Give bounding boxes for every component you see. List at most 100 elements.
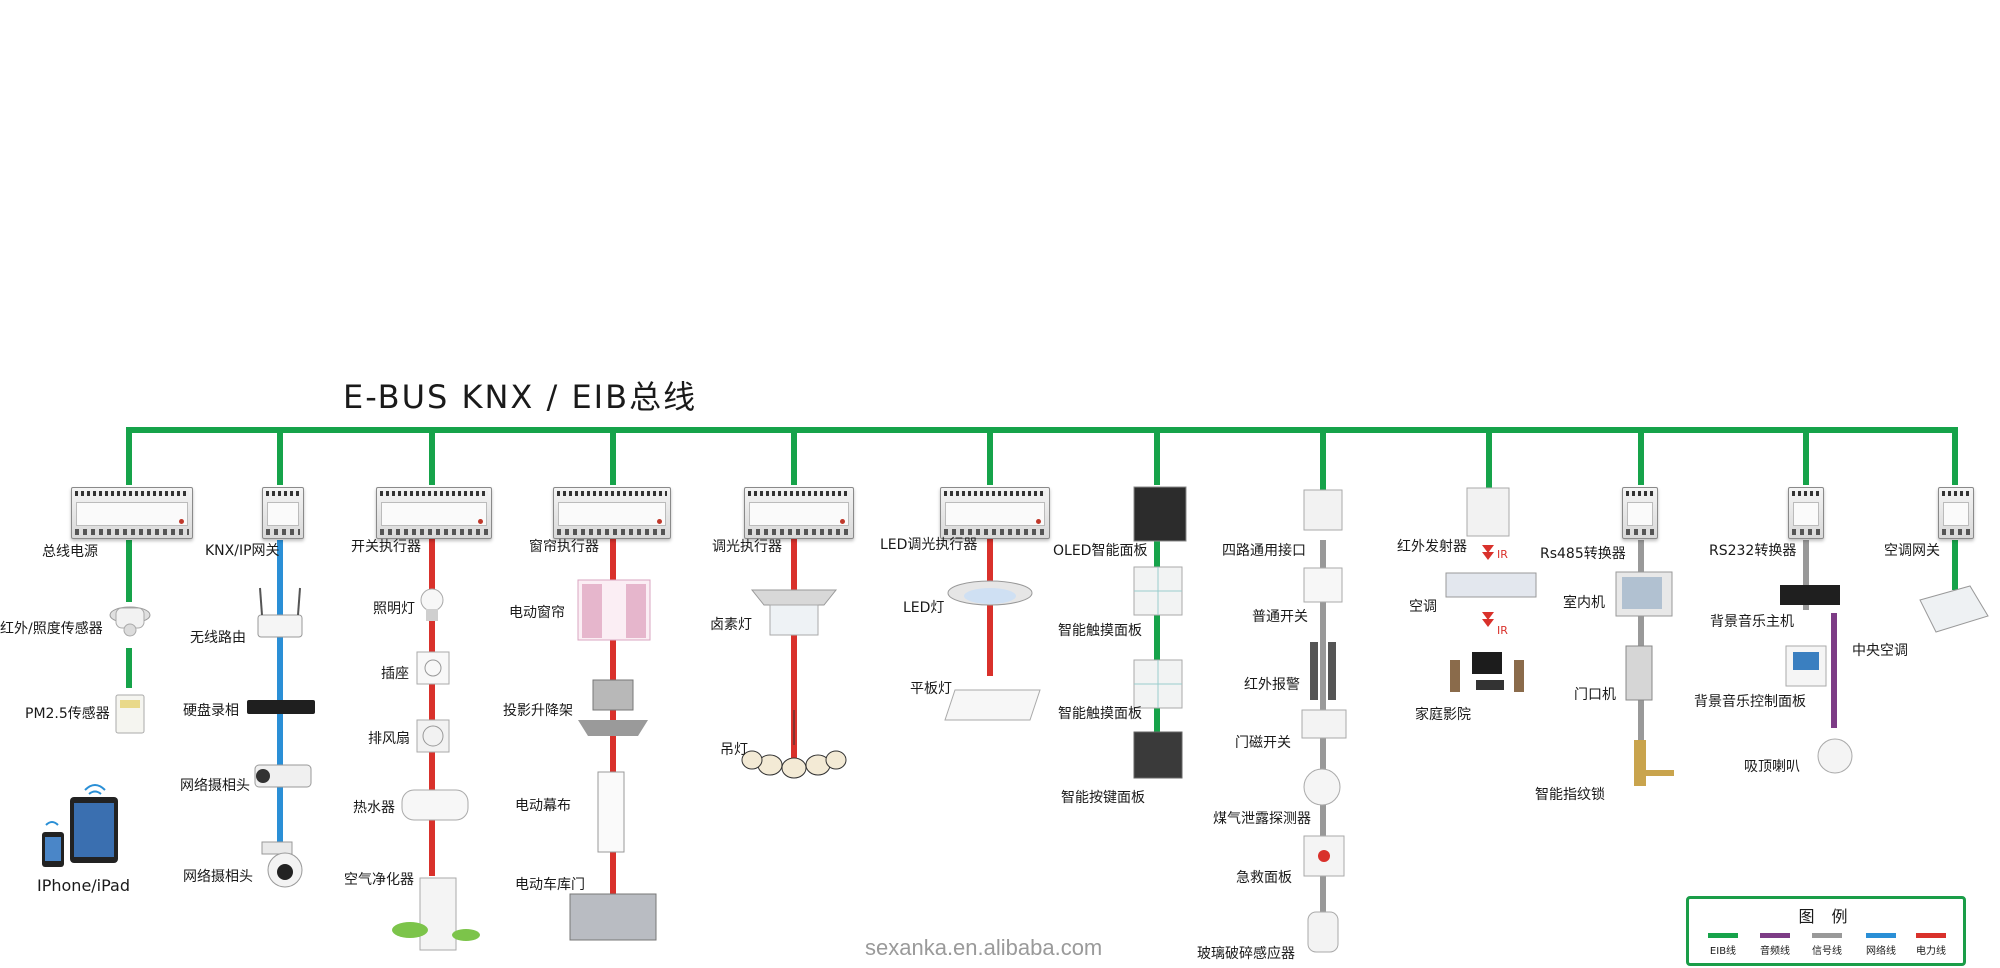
legend-item-label: EIB线 [1709,946,1737,957]
label-network-camera-2: 网络摄相头 [183,869,253,885]
power-line [791,536,797,766]
label-wireless-router: 无线路由 [190,630,246,646]
label-door-contact: 门磁开关 [1235,735,1291,751]
label-water-heater: 热水器 [353,800,395,816]
label-ir-alarm: 红外报警 [1244,677,1300,693]
label-ceiling-speaker: 吸顶喇叭 [1744,759,1800,775]
label-touch-panel-2: 智能触摸面板 [1058,706,1142,722]
knx-ip-gateway-module [262,487,304,539]
label-ir-emitter: 红外发射器 [1397,539,1467,555]
dome-camera-device [261,841,303,888]
watermark-url: sexanka.en.alibaba.com [865,935,1103,960]
eib-drop [987,430,993,485]
label-oled-panel: OLED智能面板 [1053,543,1148,559]
label-electric-curtain: 电动窗帘 [509,605,565,621]
rs485-converter-module [1622,487,1658,539]
label-glass-break-sensor: 玻璃破碎感应器 [1197,946,1295,962]
label-dvr: 硬盘录相 [183,703,239,719]
label-knx-ip-gateway: KNX/IP网关 [205,543,280,559]
curtain-device [577,579,651,641]
touch-panel-device [1133,659,1183,709]
legend-swatch [1708,933,1738,938]
label-music-host: 背景音乐主机 [1710,614,1794,630]
eib-drop [429,430,435,485]
interface-module-device [1303,489,1343,531]
label-ir-1: IR [1497,548,1508,561]
fingerprint-lock-device [1634,740,1674,786]
touch-panel-device [1133,566,1183,616]
label-four-way-interface: 四路通用接口 [1222,543,1306,559]
music-host-device [1780,585,1840,605]
label-air-conditioner: 空调 [1409,599,1437,615]
legend-box: 图 例 EIB线 音频线 信号线 网络线 电力线 [1686,896,1966,966]
label-garage-door: 电动车库门 [515,877,585,893]
light-bulb-device [420,588,444,621]
power-line [429,536,435,876]
label-rs485-converter: Rs485转换器 [1540,546,1626,562]
ir-emitter-device [1466,487,1510,537]
label-music-control-panel: 背景音乐控制面板 [1694,694,1806,710]
dimming-actuator-module [744,487,854,539]
audio-line [1831,613,1837,728]
label-curtain-actuator: 窗帘执行器 [529,539,599,555]
projector-lift-device [578,679,648,736]
bullet-camera-device [254,764,312,788]
label-gas-detector: 煤气泄露探测器 [1213,811,1311,827]
label-exhaust-fan: 排风扇 [368,731,410,747]
ir-light-sensor-device [109,606,151,637]
panel-light-device [944,689,1041,721]
chandelier-device [741,710,847,779]
signal-line [1803,540,1809,610]
legend-item-label: 电力线 [1916,946,1946,957]
label-normal-switch: 普通开关 [1252,609,1308,625]
eib-drop [1320,430,1326,492]
power-line [987,536,993,676]
door-contact-device [1301,709,1347,739]
home-theater-device [1450,652,1524,692]
label-bus-power: 总线电源 [42,544,98,560]
label-lighting: 照明灯 [373,601,415,617]
rs232-converter-module [1788,487,1824,539]
label-emergency-panel: 急救面板 [1236,870,1292,886]
bus-power-supply-module [71,487,193,539]
legend-swatch [1866,933,1896,938]
legend-item-label: 音频线 [1760,946,1790,957]
key-panel-device [1133,731,1183,779]
eib-line [126,540,132,602]
label-touch-panel-1: 智能触摸面板 [1058,623,1142,639]
ir-wave-icon [1482,545,1494,627]
label-dimming-actuator: 调光执行器 [712,539,782,555]
label-switch-actuator: 开关执行器 [351,539,421,555]
signal-line [1320,540,1326,940]
door-station-device [1625,645,1653,701]
ac-gateway-module [1938,487,1974,539]
label-central-ac: 中央空调 [1852,643,1908,659]
label-network-camera-1: 网络摄相头 [180,778,250,794]
socket-device [416,651,450,685]
legend-item-signal: 信号线 [1801,933,1853,957]
eib-drop [1803,430,1809,485]
ir-alarm-device [1310,642,1336,700]
switch-actuator-module [376,487,492,539]
eib-drop [1952,430,1958,485]
legend-item-audio: 音频线 [1749,933,1801,957]
label-rs232-converter: RS232转换器 [1709,543,1797,559]
eib-line [1952,540,1958,590]
indoor-monitor-device [1615,571,1673,617]
eib-drop [1638,430,1644,485]
dvr-device [247,700,315,714]
legend-title: 图 例 [1798,907,1854,926]
label-iphone-ipad: IPhone/iPad [37,876,131,895]
eib-drop [1486,430,1492,492]
legend-swatch [1916,933,1946,938]
legend-swatch [1812,933,1842,938]
label-key-panel: 智能按键面板 [1061,790,1145,806]
label-indoor-monitor: 室内机 [1563,595,1605,611]
eib-main-bus [126,427,1958,433]
led-downlight-device [947,580,1033,606]
led-dimming-actuator-module [940,487,1050,539]
label-projector-screen: 电动幕布 [515,798,571,814]
label-ir-light-sensor: 红外/照度传感器 [0,621,103,637]
garage-door-device [569,893,657,941]
halogen-lamp-device [750,589,838,636]
